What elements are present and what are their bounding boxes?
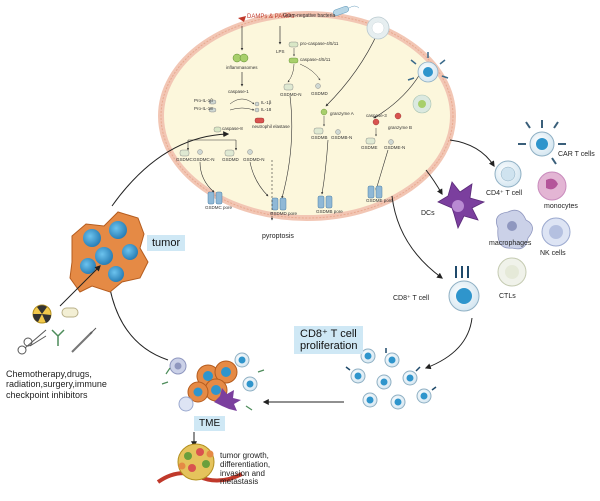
- car-t-cell-icon: [518, 120, 566, 165]
- cd8-proliferation-box: CD8⁺ T cell proliferation: [294, 326, 364, 355]
- tumor-growth-icon: [156, 443, 243, 484]
- caspase3-label: caspase-3: [366, 113, 387, 118]
- neutrophil-elastase-label: neutrophil elastase: [252, 124, 290, 129]
- nk-cell-icon: [541, 217, 571, 247]
- granzyme-branch: [313, 31, 421, 195]
- inflammasomes-label: inflammasomes: [226, 65, 258, 70]
- gsdmc-n-label: GSDMC-N: [193, 157, 215, 162]
- scissors-icon: [17, 329, 47, 355]
- gsdmd-pore-label: GSDMD pore: [270, 211, 298, 216]
- treatments-label: Chemotherapy,drugs, radiation,surgery,im…: [6, 369, 107, 400]
- gsdmd-b-label: GSDMD: [222, 157, 239, 162]
- radiation-icon: [32, 304, 52, 324]
- gsdmb-pore-icon: [317, 195, 333, 209]
- gsdme-pore-label: GSDME pore: [366, 198, 393, 203]
- bacteria-icon: [333, 5, 360, 17]
- treatment-line1: Chemotherapy,drugs,: [6, 369, 92, 379]
- antibody-icon: [51, 329, 65, 346]
- syringe-icon: [71, 327, 97, 353]
- gsdmd-n-b-label: GSDMD-N: [243, 157, 265, 162]
- macrophage-icon: [495, 209, 533, 250]
- pill-icon: [61, 307, 79, 318]
- nk-cell-top-icon: [366, 16, 390, 40]
- cd8-t-cell-icon: [448, 266, 480, 312]
- gsdme-n-label: GSDME-N: [384, 145, 406, 150]
- il18-label: IL-18: [261, 107, 272, 112]
- outcome-line1: tumor growth,: [220, 451, 269, 460]
- inflammasome-icon: [232, 53, 249, 63]
- cd8-t-cell-label: CD8⁺ T cell: [393, 295, 430, 302]
- outcome-line2: differentiation,: [220, 459, 271, 469]
- proliferating-t-cells: [345, 344, 437, 410]
- macrophages-label: macrophages: [489, 240, 532, 247]
- gsdme-label: GSDME: [361, 145, 378, 150]
- treatment-line3: checkpoint inhibitors: [6, 389, 88, 400]
- outcome-line3: invasion and: [220, 468, 265, 478]
- gsdmc-pore-icon: [207, 191, 223, 205]
- nk-cells-label: NK cells: [540, 250, 566, 257]
- monocyte-icon: [537, 171, 567, 201]
- gsdme-pore-icon: [367, 185, 383, 199]
- car-t-cells-label: CAR T cells: [558, 151, 595, 158]
- inflammasome-branch: [179, 26, 269, 197]
- gsdmb-pore-label: GSDMB pore: [316, 209, 343, 214]
- tumor-label-box: tumor: [147, 235, 186, 252]
- dcs-label: DCs: [421, 210, 435, 217]
- ctl-icon: [497, 257, 527, 287]
- caspase-4-5-11-label: caspase-4/5/11: [300, 57, 331, 62]
- pro-caspase-4-5-11-label: pro-caspase-4/5/11: [300, 41, 339, 46]
- gsdmb-label: GSDMB: [311, 135, 328, 140]
- cd8-proliferation-line2: proliferation: [300, 340, 358, 353]
- treatment-line2: radiation,surgery,immune: [6, 379, 107, 390]
- tme-cluster-icon: [161, 352, 265, 412]
- cd4-t-cell-label: CD4⁺ T cell: [486, 190, 523, 197]
- granzyme-a-label: granzyme A: [330, 111, 354, 116]
- outcome-line4: metastasis: [220, 477, 259, 487]
- monocytes-label: monocytes: [544, 203, 578, 210]
- t-cell-top-icon: [407, 52, 449, 83]
- cd8-proliferation-line1: CD8⁺ T cell: [300, 328, 357, 340]
- pro-il18-label: Pro-IL-18: [194, 106, 213, 111]
- gsdmc-pore-label: GSDMC pore: [205, 205, 233, 210]
- il1b-label: IL-1β: [261, 100, 272, 105]
- lps-label: LPS: [276, 49, 285, 54]
- pro-il1b-label: Pro-IL-1β: [194, 98, 213, 103]
- ctls-label: CTLs: [499, 293, 516, 300]
- gsdmd-label: GSDMD: [311, 91, 328, 96]
- caspase8-label: caspase-8: [222, 126, 243, 131]
- gsdmd-n-label: GSDMD-N: [280, 92, 302, 97]
- gsdmc-label: GSDMC: [176, 157, 193, 162]
- gsdmb-n-label: GSDMB-N: [331, 135, 353, 140]
- dc-icon: [437, 181, 486, 230]
- noncanonical-branch: [278, 26, 321, 199]
- pyroptotic-cell: [158, 11, 456, 221]
- pyroptosis-label: pyroptosis: [262, 233, 294, 240]
- gram-negative-label: Gram-negative bacteria: [283, 13, 336, 19]
- caspase1-label: caspase-1: [228, 89, 249, 94]
- granzyme-b-label: granzyme B: [388, 125, 413, 130]
- damps-pamps-label: DAMPs & PAMPs: [247, 14, 295, 20]
- damps-icon: [238, 16, 246, 22]
- tumor-icon: [69, 211, 149, 293]
- tme-label-box: TME: [194, 416, 226, 431]
- outcome-label: tumor growth, differentiation, invasion …: [220, 451, 271, 487]
- cytotoxic-cell-icon: [412, 94, 432, 114]
- gsdmd-pore-icon: [271, 197, 287, 211]
- cd4-t-cell-icon: [494, 160, 522, 188]
